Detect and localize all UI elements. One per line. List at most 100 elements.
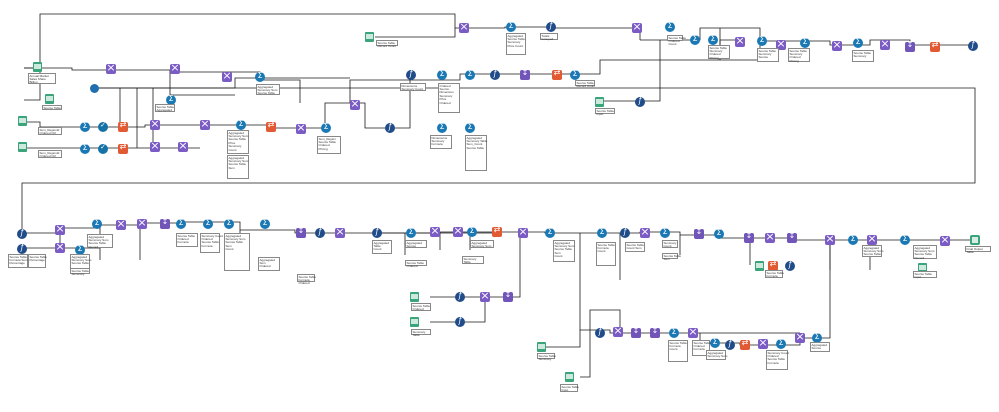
summarize-tool-icon[interactable] [92,218,102,229]
join-tool-icon[interactable] [222,69,232,82]
summarize-tool-icon[interactable] [437,69,447,80]
summarize-tool-icon[interactable] [465,69,475,80]
transpose-tool-icon[interactable] [552,68,562,80]
summarize-tool-icon[interactable] [203,218,213,229]
join-tool-icon[interactable] [137,216,147,229]
summarize-tool-icon[interactable] [714,228,724,239]
join-tool-icon[interactable] [430,224,440,237]
join-tool-icon[interactable] [940,233,950,246]
join-tool-icon[interactable] [688,325,698,338]
join-tool-icon[interactable] [765,230,775,243]
sort-tool-icon[interactable] [650,326,660,338]
join-tool-icon[interactable] [825,232,835,245]
sort-tool-icon[interactable] [787,231,797,243]
summarize-tool-icon[interactable] [660,227,670,238]
formula-tool-icon[interactable] [546,21,556,32]
formula-tool-icon[interactable] [620,227,630,238]
sort-tool-icon[interactable] [520,68,530,80]
join-tool-icon[interactable] [170,61,180,74]
join-tool-icon[interactable] [150,139,160,152]
summarize-tool-icon[interactable] [848,234,858,245]
join-tool-icon[interactable] [116,217,126,230]
summarize-tool-icon[interactable] [224,218,234,229]
input-data-icon[interactable] [410,292,419,302]
input-data-icon[interactable] [918,263,927,273]
formula-tool-icon[interactable] [385,122,395,133]
join-tool-icon[interactable] [459,20,469,33]
join-tool-icon[interactable] [55,222,65,235]
input-data-icon[interactable] [18,116,27,126]
input-data-icon[interactable] [755,261,764,271]
join-tool-icon[interactable] [518,225,528,238]
formula-tool-icon[interactable] [725,339,735,350]
join-tool-icon[interactable] [867,232,877,245]
summarize-tool-icon[interactable] [665,21,675,32]
transpose-tool-icon[interactable] [266,120,276,132]
connection-anchor-icon[interactable] [90,84,99,93]
join-tool-icon[interactable] [150,117,160,130]
join-tool-icon[interactable] [453,224,463,237]
summarize-tool-icon[interactable] [800,37,810,48]
sort-tool-icon[interactable] [694,227,704,239]
formula-tool-icon[interactable] [968,40,978,51]
input-data-icon[interactable] [45,94,54,104]
transpose-tool-icon[interactable] [118,142,128,154]
formula-tool-icon[interactable] [315,227,325,238]
summarize-tool-icon[interactable] [812,332,822,343]
sort-tool-icon[interactable] [905,40,915,52]
summarize-tool-icon[interactable] [776,338,786,349]
transpose-tool-icon[interactable] [492,225,502,237]
formula-tool-icon[interactable] [785,260,795,271]
formula-tool-icon[interactable] [17,243,27,254]
sort-tool-icon[interactable] [744,231,754,243]
summarize-tool-icon[interactable] [690,34,700,45]
join-tool-icon[interactable] [880,37,890,50]
summarize-tool-icon[interactable] [465,122,475,133]
summarize-tool-icon[interactable] [166,94,176,105]
summarize-tool-icon[interactable] [80,143,90,154]
input-data-icon[interactable] [365,32,374,42]
input-data-icon[interactable] [565,372,574,382]
formula-tool-icon[interactable] [406,69,416,80]
input-data-icon[interactable] [537,342,546,352]
select-tool-icon[interactable] [98,121,108,132]
formula-tool-icon[interactable] [490,69,500,80]
summarize-tool-icon[interactable] [176,218,186,229]
summarize-tool-icon[interactable] [236,119,246,130]
join-tool-icon[interactable] [640,225,650,238]
summarize-tool-icon[interactable] [75,244,85,255]
transpose-tool-icon[interactable] [118,120,128,132]
join-tool-icon[interactable] [296,121,306,134]
sort-tool-icon[interactable] [631,326,641,338]
transpose-tool-icon[interactable] [740,338,750,350]
summarize-tool-icon[interactable] [406,227,416,238]
formula-tool-icon[interactable] [455,316,465,327]
input-data-icon[interactable] [410,317,419,327]
transpose-tool-icon[interactable] [768,259,778,271]
join-tool-icon[interactable] [758,336,768,349]
input-data-icon[interactable] [33,62,42,72]
join-tool-icon[interactable] [795,330,805,343]
summarize-tool-icon[interactable] [321,122,331,133]
sort-tool-icon[interactable] [296,226,306,238]
join-tool-icon[interactable] [776,37,786,50]
transpose-tool-icon[interactable] [930,40,940,52]
summarize-tool-icon[interactable] [757,35,767,46]
join-tool-icon[interactable] [632,20,642,33]
summarize-tool-icon[interactable] [260,218,270,229]
formula-tool-icon[interactable] [595,327,605,338]
input-data-icon[interactable] [595,97,604,107]
join-tool-icon[interactable] [613,324,623,337]
join-tool-icon[interactable] [832,38,842,51]
formula-tool-icon[interactable] [372,227,382,238]
join-tool-icon[interactable] [480,289,490,302]
summarize-tool-icon[interactable] [597,227,607,238]
summarize-tool-icon[interactable] [545,227,555,238]
summarize-tool-icon[interactable] [506,21,516,32]
join-tool-icon[interactable] [200,117,210,130]
summarize-tool-icon[interactable] [255,71,265,82]
summarize-tool-icon[interactable] [710,337,720,348]
join-tool-icon[interactable] [335,225,345,238]
summarize-tool-icon[interactable] [80,121,90,132]
output-data-icon[interactable] [970,235,980,245]
